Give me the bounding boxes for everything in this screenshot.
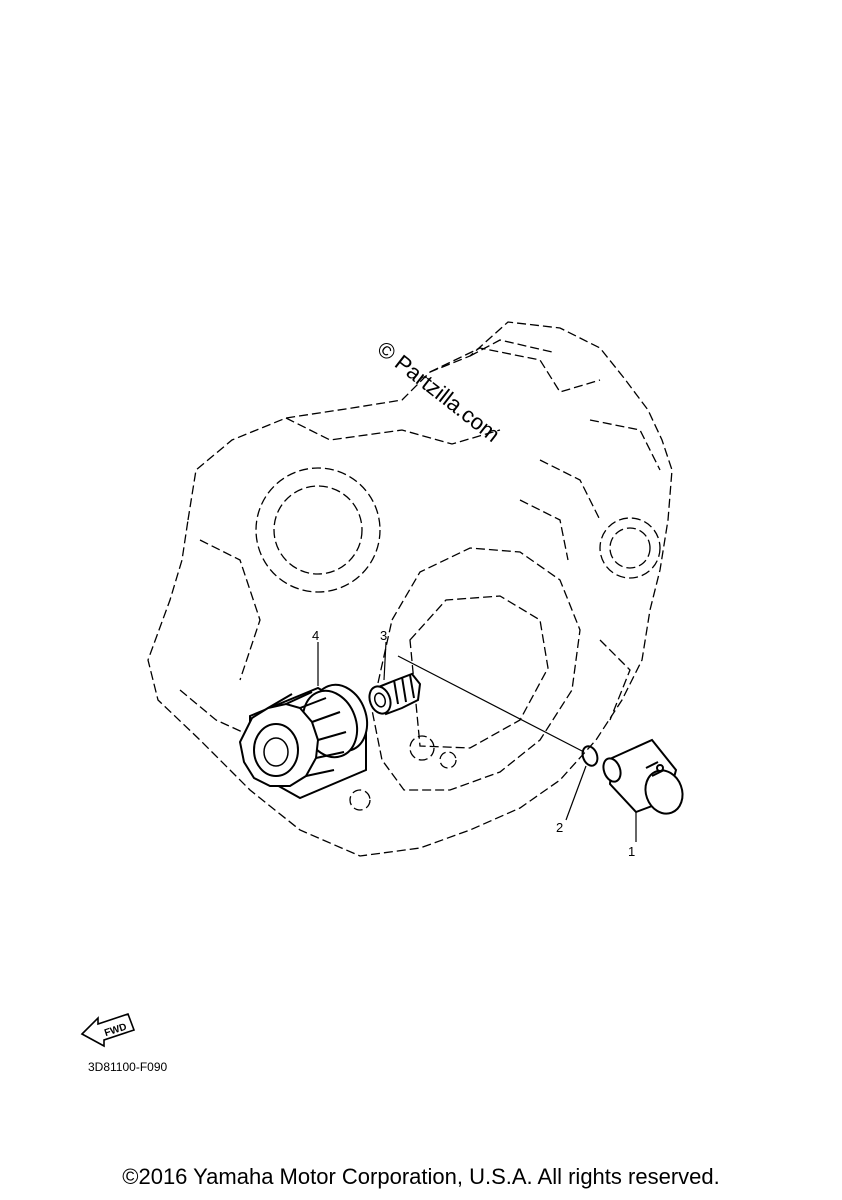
callout-2: 2 (556, 820, 564, 835)
crankcase-outline (147, 321, 673, 857)
union-bolt-part-3 (368, 672, 422, 716)
callout-4: 4 (312, 628, 320, 643)
diagram-code: 3D81100-F090 (88, 1060, 168, 1074)
o-ring-part-2 (581, 745, 599, 767)
leader-lines (317, 641, 637, 842)
callout-1: 1 (628, 844, 636, 859)
copyright-footer: ©2016 Yamaha Motor Corporation, U.S.A. A… (122, 1164, 720, 1189)
oil-filter-part-4 (238, 683, 369, 800)
callout-3: 3 (380, 628, 388, 643)
sensor-part-1 (602, 738, 684, 815)
fwd-arrow-icon: FWD (80, 1012, 136, 1048)
assembly-guide-line (397, 655, 585, 753)
